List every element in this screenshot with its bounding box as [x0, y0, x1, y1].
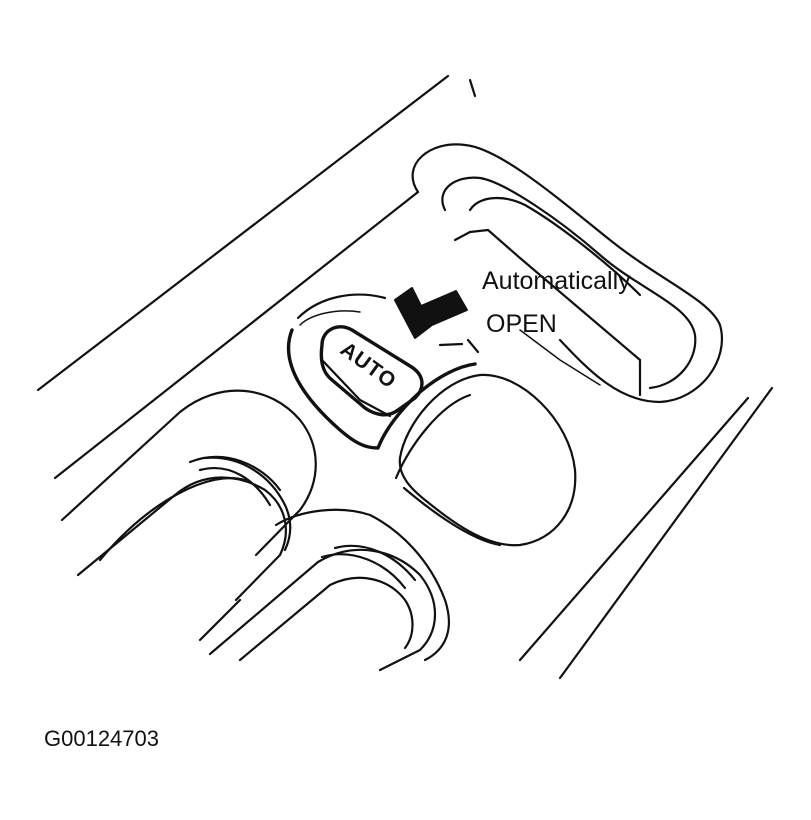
callout-line-2: OPEN — [486, 310, 557, 338]
push-arrow — [394, 287, 468, 339]
callout-line-1: Automatically — [482, 267, 631, 295]
middle-window-switch — [394, 373, 577, 547]
auto-switch-recess — [286, 293, 480, 450]
switch-panel — [36, 74, 774, 680]
left-window-switch — [60, 389, 317, 602]
figure-id: G00124703 — [44, 726, 159, 751]
auto-button: AUTO — [319, 325, 424, 418]
right-window-switch — [411, 143, 723, 404]
bottom-window-switch — [208, 508, 450, 672]
